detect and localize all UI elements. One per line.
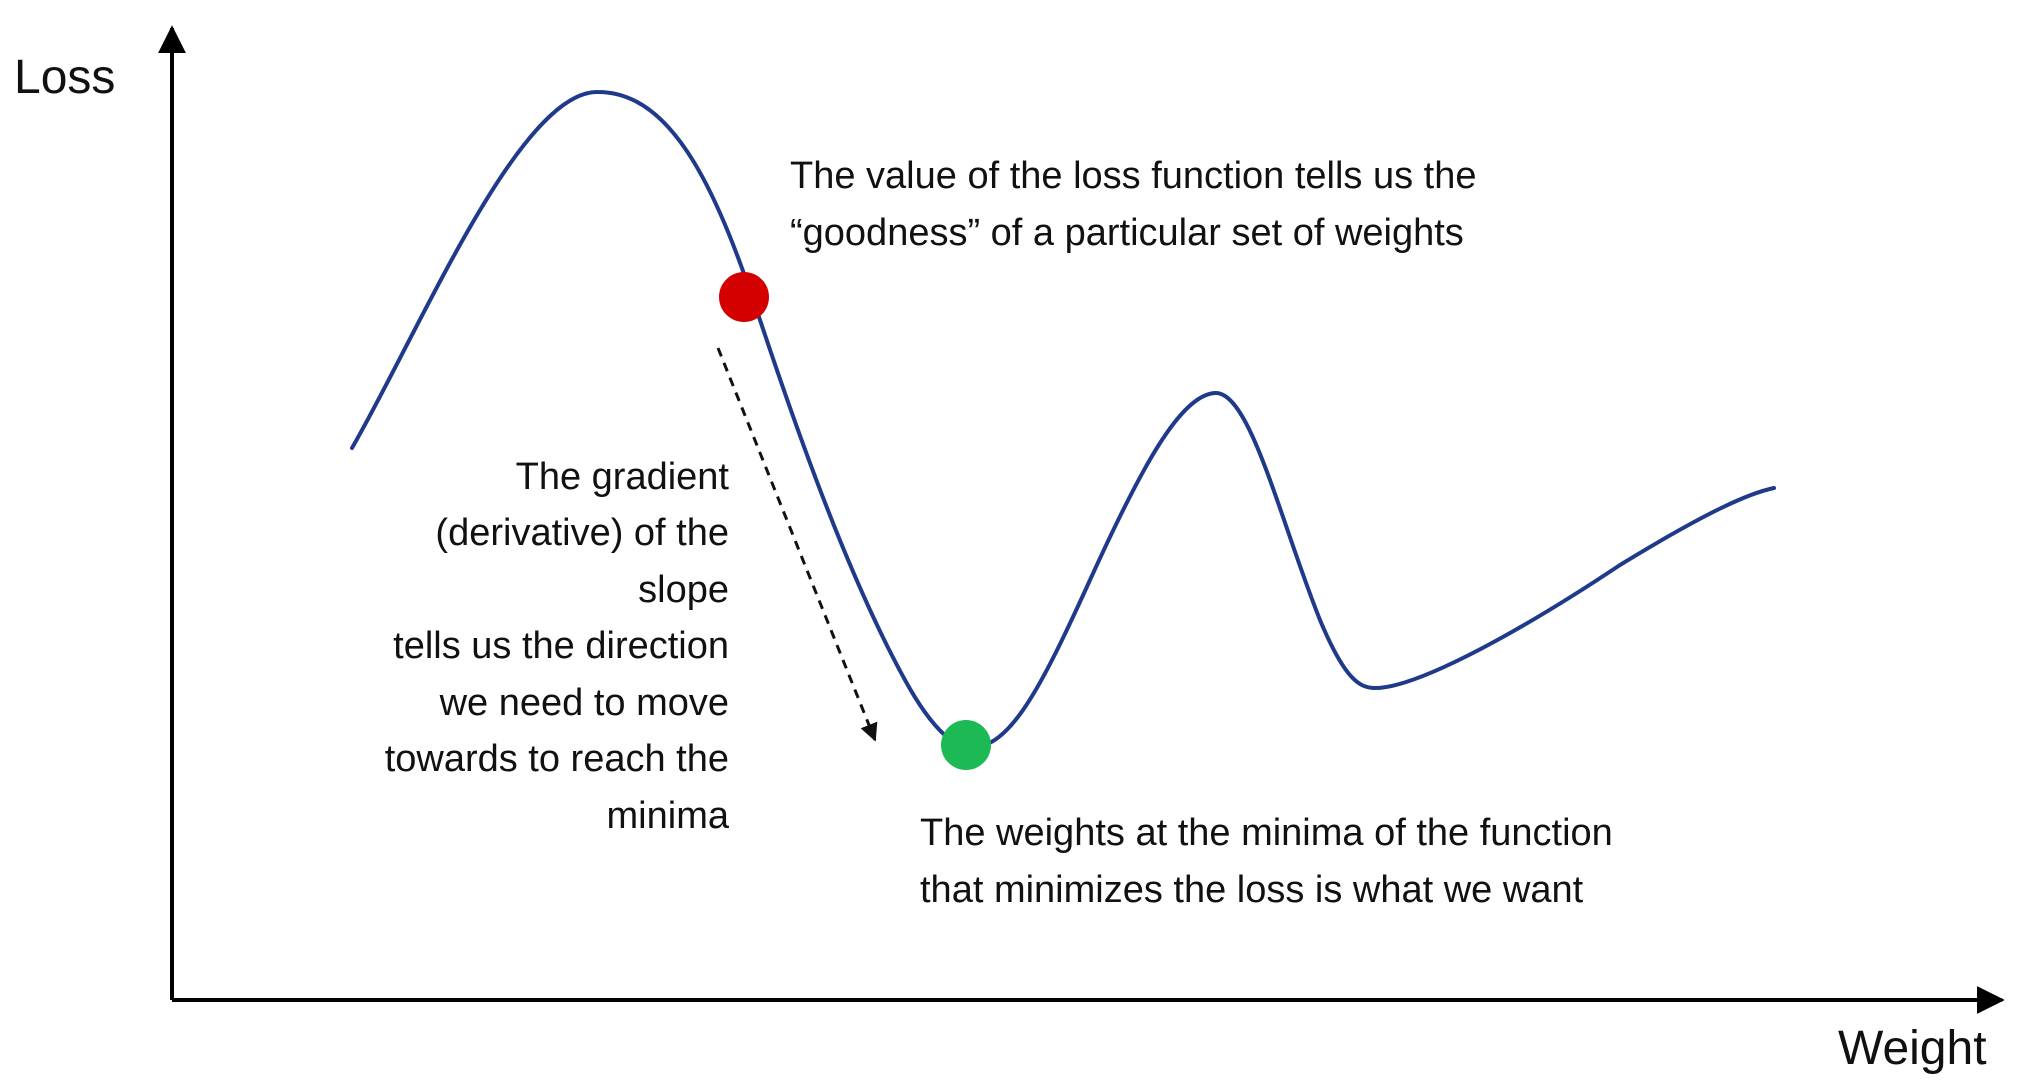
minima-note-line2: that minimizes the loss is what we want — [920, 869, 1584, 911]
gradient-note-line7: minima — [607, 795, 730, 837]
gradient-note: The gradient (derivative) of the slope t… — [385, 456, 730, 837]
gradient-note-line6: towards to reach the — [385, 738, 729, 780]
gradient-note-line3: slope — [638, 569, 729, 611]
minima-note-line1: The weights at the minima of the functio… — [920, 812, 1613, 854]
gradient-note-line4: tells us the direction — [393, 625, 729, 667]
minima-note: The weights at the minima of the functio… — [920, 812, 1613, 911]
loss-value-note-line2: “goodness” of a particular set of weight… — [790, 212, 1464, 254]
loss-curve — [350, 89, 1776, 751]
x-axis-label: Weight — [1838, 1022, 1987, 1075]
gradient-note-line1: The gradient — [516, 456, 730, 498]
loss-value-note: The value of the loss function tells us … — [790, 155, 1477, 254]
minimum-point — [941, 720, 991, 770]
current-weight-point — [719, 272, 769, 322]
gradient-note-line2: (derivative) of the — [435, 512, 729, 554]
gradient-note-line5: we need to move — [439, 682, 729, 724]
loss-value-note-line1: The value of the loss function tells us … — [790, 155, 1477, 197]
gradient-direction-arrow — [716, 347, 878, 742]
y-axis-label: Loss — [14, 51, 115, 104]
